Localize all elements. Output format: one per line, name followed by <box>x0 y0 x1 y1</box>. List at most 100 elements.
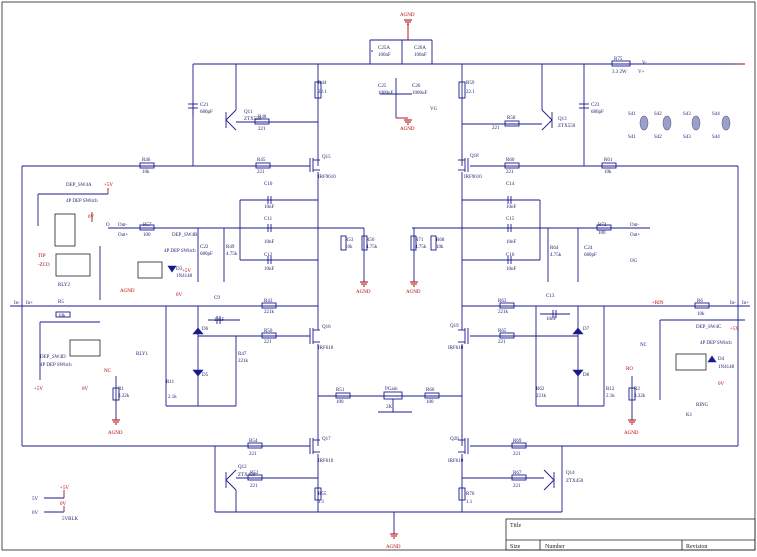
r69-body <box>511 442 527 449</box>
r64-val: 4.75k <box>550 253 562 258</box>
r70-val: 1.1 <box>466 500 473 505</box>
s42-icon[interactable] <box>662 115 672 131</box>
r65-ref: R65 <box>498 329 507 334</box>
r55-body <box>314 487 322 501</box>
pgain-body[interactable] <box>383 391 403 400</box>
size-label: Size <box>510 544 521 550</box>
ring-label: RING <box>696 403 709 408</box>
cap-stack-right <box>412 196 541 264</box>
r71-body <box>410 235 417 251</box>
r44-body <box>314 81 322 99</box>
r75-ref: R75 <box>614 57 623 62</box>
r50-ref: R50 <box>264 329 273 334</box>
supply-caps <box>369 24 433 119</box>
r43-val: 221k <box>264 310 275 315</box>
c15-val: 10nF <box>506 240 517 245</box>
r57-val: 100 <box>143 233 151 238</box>
r61-body <box>601 162 617 169</box>
q19-symbol <box>458 328 469 344</box>
c24-ref: C24 <box>584 246 593 251</box>
r47-ref: R47 <box>238 352 247 357</box>
rly1-label: RLY1 <box>136 352 148 357</box>
s42-top: S42 <box>654 112 662 117</box>
r66-body <box>424 392 440 399</box>
r61-ref: R61 <box>604 158 613 163</box>
sw4a-val: 4P DEP SWitch <box>66 199 98 204</box>
d3-ref: D3 <box>176 267 183 272</box>
r64-ref: R64 <box>550 246 559 251</box>
c14-ref: C14 <box>506 182 515 187</box>
r63-ref: R63 <box>498 299 507 304</box>
c15-ref: C15 <box>506 217 515 222</box>
r57-body <box>139 224 155 231</box>
inplus-left: In+ <box>26 301 33 306</box>
q19-val: IRF610 <box>448 346 464 351</box>
c25a-ref: C25A <box>378 46 390 51</box>
d5-ref: D5 <box>202 373 209 378</box>
c11-ref: C11 <box>264 217 273 222</box>
c24-val: 680pF <box>584 253 597 258</box>
v5-label: 5V <box>32 497 39 502</box>
r58-body <box>504 120 520 127</box>
r60-ref: R60 <box>506 158 515 163</box>
sw4c-ref: DEP_SW4C <box>696 325 722 330</box>
inminus-left: In- <box>14 301 20 306</box>
v0-label: 0V <box>32 511 39 516</box>
q12-symbol <box>225 469 237 512</box>
r5-body <box>55 311 71 318</box>
d8-icon <box>572 369 584 377</box>
c26a-ref: C26A <box>414 46 426 51</box>
r68-body <box>430 235 437 251</box>
zero-d: 0V <box>718 382 725 387</box>
r54-ref: R54 <box>249 439 258 444</box>
s44-icon[interactable] <box>721 115 731 131</box>
d7-icon <box>572 327 584 335</box>
r59-body <box>458 81 466 99</box>
c22-ref: C22 <box>200 245 209 250</box>
r6-ref: R6 <box>697 299 703 304</box>
c26a-val: 100nF <box>414 53 427 58</box>
o-left: O <box>106 223 110 228</box>
c10-val: 10nF <box>264 205 275 210</box>
s41-bottom: S41 <box>628 135 636 140</box>
q11-symbol <box>225 64 237 131</box>
r60-val: 221 <box>506 170 514 175</box>
zero-a: 0V <box>88 215 95 220</box>
r57-ref: R57 <box>143 223 152 228</box>
q15-ref: Q15 <box>322 155 331 160</box>
r1-val: 3.32k <box>118 394 130 399</box>
c9-val: 10nF <box>214 318 225 323</box>
s43-icon[interactable] <box>691 115 701 131</box>
r59-val: 22.1 <box>466 90 475 95</box>
pgain-ref: PGain <box>385 387 398 392</box>
agnd-relay: AGND <box>120 289 135 294</box>
q20-ref: Q20 <box>450 437 459 442</box>
c16-ref: C16 <box>506 253 515 258</box>
q15-symbol <box>309 158 320 172</box>
r1-ref: R1 <box>118 387 124 392</box>
q13-ref: Q13 <box>558 117 567 122</box>
rly2-label: RLY2 <box>58 283 70 288</box>
q12-val: ZTX450 <box>238 473 256 478</box>
r11-val: 2.1k <box>168 395 177 400</box>
s41-icon[interactable] <box>639 115 649 131</box>
q17-val: IRF610 <box>318 459 334 464</box>
r69-ref: R69 <box>513 439 522 444</box>
r51-ref: R51 <box>336 388 345 393</box>
c26-val: 1000uF <box>412 91 428 96</box>
q16-symbol <box>309 328 320 344</box>
d4-ref: D4 <box>718 357 725 362</box>
q14-val: ZTX450 <box>566 479 584 484</box>
q20-symbol <box>458 438 469 454</box>
r75-body <box>611 60 631 67</box>
r61-val: 10k <box>604 170 612 175</box>
r52-val: 221 <box>250 484 258 489</box>
c10-ref: C10 <box>264 182 273 187</box>
r52-ref: R52 <box>250 471 259 476</box>
r52-body <box>247 474 263 481</box>
agnd-top: AGND <box>400 13 415 18</box>
r69-val: 221 <box>513 452 521 457</box>
r1-body <box>112 387 120 401</box>
d3-icon <box>167 265 177 273</box>
